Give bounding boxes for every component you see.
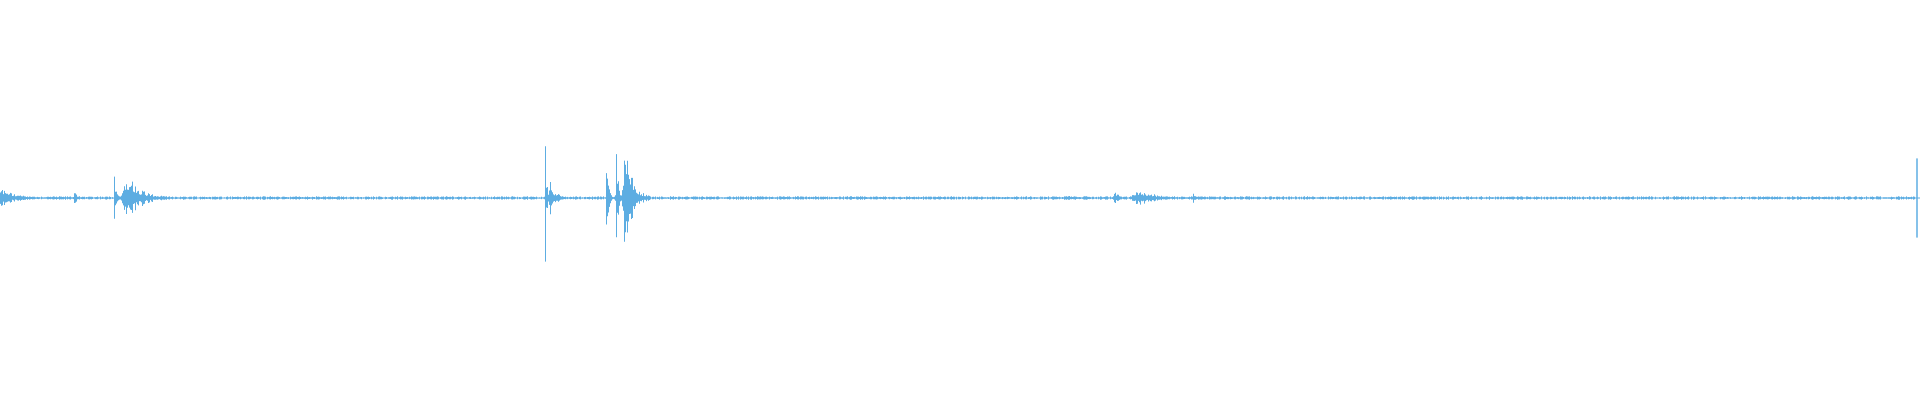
waveform-peaks [0,146,1915,262]
waveform-path [0,146,1915,262]
